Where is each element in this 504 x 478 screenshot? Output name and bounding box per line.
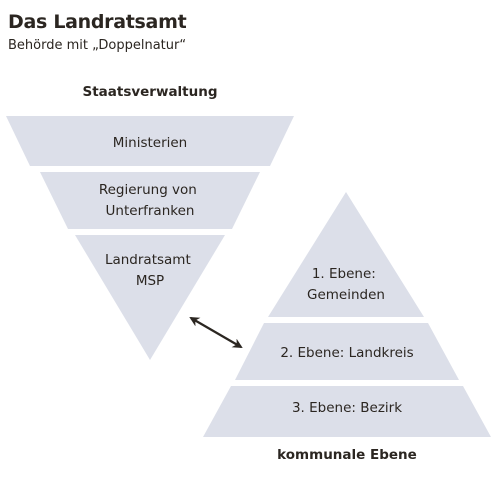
- left-level-ministerien: [6, 116, 294, 166]
- right-level-landkreis-label: 2. Ebene: Landkreis: [280, 345, 413, 361]
- double-arrow-connector: [189, 316, 243, 349]
- left-level-regierung: [40, 172, 260, 229]
- left-level-landratsamt: [75, 235, 225, 360]
- right-level-bezirk-label: 3. Ebene: Bezirk: [292, 400, 402, 416]
- page-title: Das Landratsamt: [8, 11, 187, 33]
- kommunale-ebene-heading: kommunale Ebene: [277, 447, 417, 463]
- left-pyramid: Ministerien Regierung von Unterfranken L…: [6, 116, 294, 360]
- page-subtitle: Behörde mit „Doppelnatur“: [8, 38, 187, 53]
- right-pyramid: 1. Ebene: Gemeinden 2. Ebene: Landkreis …: [203, 192, 491, 437]
- left-level-ministerien-label: Ministerien: [113, 135, 188, 151]
- left-level-landratsamt-label: Landratsamt MSP: [105, 252, 195, 289]
- right-level-bezirk: [203, 386, 491, 437]
- staatsverwaltung-heading: Staatsverwaltung: [82, 84, 217, 100]
- right-level-gemeinden-label: 1. Ebene: Gemeinden: [307, 266, 385, 303]
- left-level-regierung-label: Regierung von Unterfranken: [99, 182, 201, 219]
- right-level-landkreis: [235, 323, 459, 380]
- right-level-gemeinden: [268, 192, 424, 317]
